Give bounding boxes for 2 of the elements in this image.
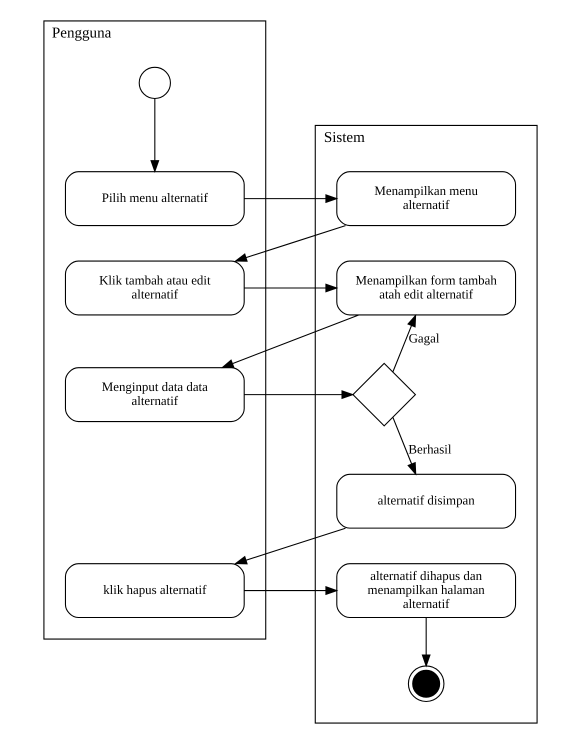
edge-label: Gagal [408,330,440,346]
edge-label: Berhasil [408,441,452,456]
